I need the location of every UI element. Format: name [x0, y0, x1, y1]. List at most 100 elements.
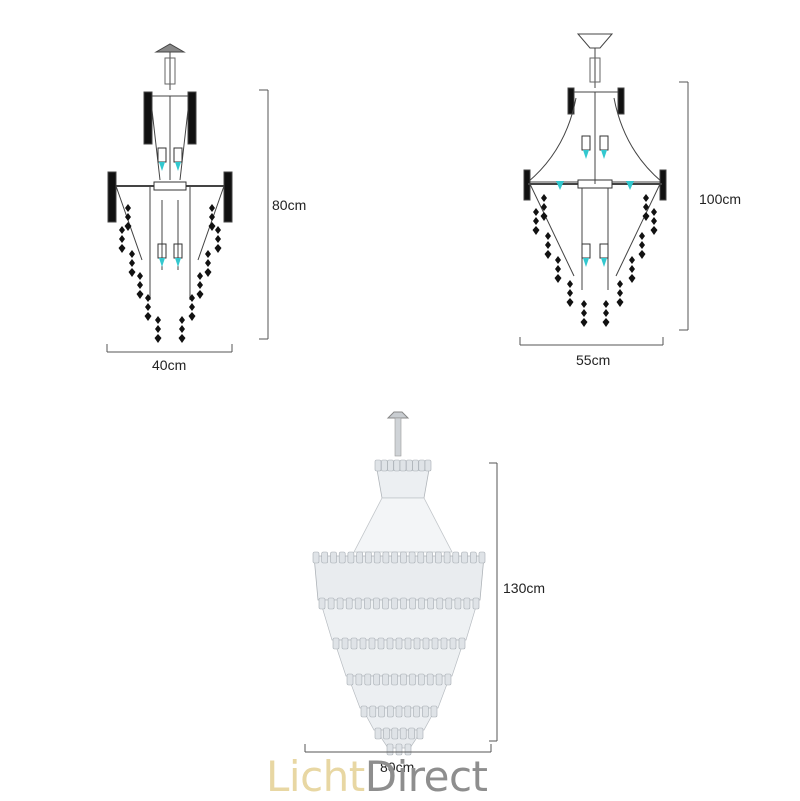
crystal-prism: [336, 597, 344, 610]
crystal-prism: [421, 705, 429, 718]
chandelier-1-drops: [118, 204, 222, 343]
crystal-prism: [369, 705, 377, 718]
crystal-prism: [443, 551, 451, 564]
crystal-prism: [426, 551, 433, 564]
chandelier-2-drops: [532, 194, 658, 327]
crystal-prism: [350, 637, 358, 650]
crystal-prism: [378, 705, 385, 718]
crystal-prism: [355, 673, 363, 686]
crystal-prism: [424, 459, 432, 472]
crystal-prism: [435, 673, 443, 686]
crystal-prism: [373, 551, 381, 564]
crystal-prism: [400, 551, 407, 564]
chandelier-2-width-label: 55cm: [576, 352, 611, 368]
crystal-prism: [418, 597, 425, 610]
chandelier-3-dimension-lines: [304, 462, 498, 753]
crystal-prism: [391, 727, 399, 740]
crystal-prism: [386, 705, 394, 718]
crystal-prism: [399, 727, 407, 740]
crystal-prism: [440, 637, 448, 650]
crystal-prism: [347, 551, 355, 564]
crystal-prism: [387, 459, 394, 472]
crystal-prism: [364, 673, 372, 686]
chandelier-1-height-label: 80cm: [272, 197, 307, 213]
chandelier-2-bulbs: [556, 135, 634, 268]
crystal-prism: [382, 551, 390, 564]
crystal-prism: [400, 673, 407, 686]
crystal-prism: [312, 551, 320, 564]
crystal-prism: [354, 597, 362, 610]
crystal-prism: [454, 597, 462, 610]
brand-logo: LichtDirect: [266, 752, 488, 801]
chandelier-2-height-label: 100cm: [699, 191, 742, 207]
crystal-prism: [405, 459, 413, 472]
crystal-prism: [395, 705, 403, 718]
crystal-prism: [413, 705, 420, 718]
chandelier-1-drawing: [107, 43, 233, 300]
crystal-prism: [332, 637, 340, 650]
crystal-prism: [321, 551, 329, 564]
crystal-prism: [382, 673, 389, 686]
crystal-prism: [380, 459, 388, 472]
crystal-prism: [404, 637, 412, 650]
crystal-prism: [391, 597, 398, 610]
crystal-prism: [445, 597, 453, 610]
crystal-prism: [412, 459, 419, 472]
crystal-prism: [338, 551, 346, 564]
crystal-prism: [404, 705, 412, 718]
crystal-prism: [434, 551, 442, 564]
crystal-prism: [478, 551, 486, 564]
chandelier-3-height-label: 130cm: [503, 580, 546, 596]
crystal-prism: [341, 637, 349, 650]
crystal-prism: [400, 597, 407, 610]
brand-logo-part2: Direct: [364, 752, 488, 801]
crystal-prism: [386, 637, 394, 650]
crystal-prism: [409, 673, 416, 686]
crystal-prism: [356, 551, 364, 564]
crystal-prism: [426, 673, 434, 686]
crystal-prism: [373, 597, 380, 610]
chandelier-2-drawing: [523, 33, 667, 290]
crystal-prism: [452, 551, 460, 564]
crystal-prism: [393, 459, 401, 472]
crystal-prism: [418, 459, 426, 472]
crystal-prism: [417, 673, 425, 686]
crystal-prism: [427, 597, 435, 610]
crystal-prism: [463, 597, 471, 610]
crystal-prism: [365, 551, 372, 564]
crystal-prism: [436, 597, 444, 610]
crystal-prism: [391, 551, 398, 564]
crystal-prism: [409, 597, 416, 610]
crystal-prism: [408, 727, 415, 740]
crystal-prism: [413, 637, 421, 650]
crystal-prism: [382, 597, 389, 610]
crystal-prism: [422, 637, 430, 650]
chandelier-3-drawing: [313, 411, 485, 749]
crystal-prism: [399, 459, 407, 472]
crystal-prism: [391, 673, 398, 686]
crystal-prism: [373, 673, 381, 686]
crystal-prism: [377, 637, 385, 650]
crystal-prism: [318, 597, 326, 610]
chandelier-1-dimension-lines: [106, 89, 269, 353]
crystal-prism: [461, 551, 468, 564]
crystal-prism: [458, 637, 466, 650]
crystal-prism: [417, 551, 425, 564]
crystal-prism: [383, 727, 390, 740]
crystal-prism: [472, 597, 480, 610]
crystal-prism: [359, 637, 367, 650]
crystal-prism: [360, 705, 368, 718]
crystal-prism: [395, 637, 403, 650]
crystal-prism: [363, 597, 371, 610]
crystal-prism: [330, 551, 337, 564]
crystal-prism: [430, 705, 438, 718]
crystal-prism: [345, 597, 353, 610]
crystal-prism: [469, 551, 477, 564]
crystal-prism: [449, 637, 457, 650]
chandelier-2-dimension-lines: [519, 81, 689, 346]
crystal-prism: [431, 637, 439, 650]
chandelier-3-width-label: 80cm: [380, 759, 415, 775]
brand-logo-part1: Licht: [266, 752, 365, 801]
chandelier-1-width-label: 40cm: [152, 357, 187, 373]
